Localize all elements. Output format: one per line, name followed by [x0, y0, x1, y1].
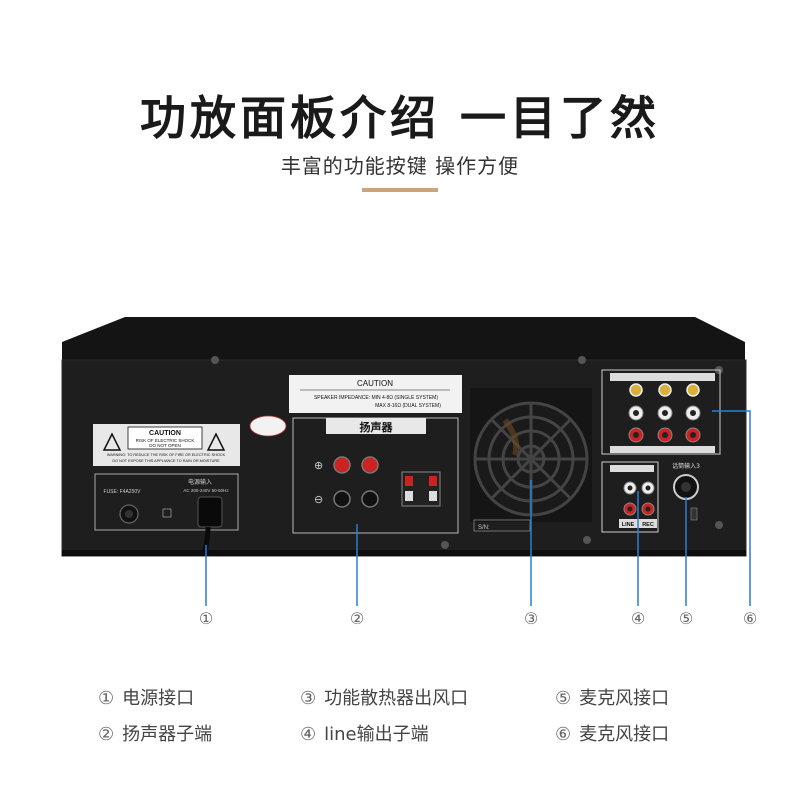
- legend-item-4: ④ line输出子端: [300, 720, 429, 746]
- legend-text: 扬声器子端: [122, 724, 213, 745]
- exclamation-warning-icon: [206, 432, 226, 451]
- plus-icon: ⊕: [314, 460, 323, 472]
- lightning-warning-icon: [102, 432, 122, 451]
- speaker-label: 扬声器: [360, 420, 394, 434]
- legend-item-2: ② 扬声器子端: [98, 720, 212, 746]
- legend-text: 功能散热器出风口: [324, 688, 469, 709]
- rca-input-panel: [601, 369, 721, 455]
- switch-marker: [162, 508, 172, 518]
- callout-1: ①: [198, 609, 214, 628]
- warning-line2: DO NOT EXPOSE THIS APPLIANCE TO RAIN OR …: [112, 459, 220, 463]
- legend-number: ⑤: [555, 688, 572, 709]
- callout-3: ③: [523, 609, 539, 628]
- legend-text: 麦克风接口: [579, 688, 670, 709]
- mic-switch: [690, 507, 698, 521]
- callout-lines: [205, 410, 751, 606]
- binding-post-black: [333, 490, 351, 508]
- legend-item-5: ⑤ 麦克风接口: [555, 684, 669, 710]
- line-label: LINE: [622, 522, 635, 528]
- shock-line1: RISK OF ELECTRIC SHOCK: [136, 438, 195, 443]
- binding-post-black: [361, 490, 379, 508]
- callout-4: ④: [630, 609, 646, 628]
- legend-number: ①: [98, 688, 115, 709]
- callout-line-6: [712, 410, 751, 606]
- binding-post-red: [333, 456, 351, 474]
- chassis-top: [62, 317, 745, 368]
- rec-label: REC: [642, 522, 654, 528]
- legend-number: ②: [98, 724, 115, 745]
- page-title: 功放面板介绍 一目了然: [139, 91, 660, 145]
- shock-line2: DO NOT OPEN: [149, 443, 180, 448]
- caution-title-left: CAUTION: [149, 430, 181, 437]
- callout-2: ②: [349, 609, 365, 628]
- line-rec-output-panel: [601, 461, 659, 533]
- screw: [715, 521, 723, 529]
- fan-blade: [502, 418, 520, 456]
- minus-icon: ⊖: [314, 494, 323, 506]
- speaker-impedance-line2: MAX 8-16Ω (DUAL SYSTEM): [375, 403, 441, 409]
- ac-voltage-label: AC 200-240V 50-60Hz: [183, 488, 229, 493]
- legend-number: ⑥: [555, 724, 572, 745]
- caution-title-right: CAUTION: [357, 379, 393, 388]
- fuse-label: FUSE: F4A250V: [104, 489, 142, 495]
- rca-jacks-top-row: [629, 383, 700, 397]
- legend-number: ④: [300, 724, 317, 745]
- page-subtitle: 丰富的功能按键 操作方便: [280, 154, 520, 178]
- screw: [441, 541, 449, 549]
- legend-number: ③: [300, 688, 317, 709]
- certification-sticker: [249, 415, 287, 437]
- power-socket: [197, 496, 223, 528]
- serial-number-label: S/N:: [478, 525, 490, 531]
- title-underline: [362, 188, 438, 192]
- screw: [583, 536, 591, 544]
- legend-item-3: ③ 功能散热器出风口: [300, 684, 468, 710]
- binding-post-red: [361, 456, 379, 474]
- rca-jacks-bottom-row: [628, 427, 701, 443]
- legend-text: 电源接口: [122, 688, 195, 709]
- mic-input-label: 话筒输入3: [672, 462, 700, 470]
- legend-text: 麦克风接口: [579, 724, 670, 745]
- legend-item-1: ① 电源接口: [98, 684, 194, 710]
- power-input-label: 电源输入: [188, 478, 212, 486]
- legend-text: line输出子端: [324, 724, 429, 745]
- legend-item-6: ⑥ 麦克风接口: [555, 720, 669, 746]
- callout-6: ⑥: [742, 609, 758, 628]
- power-input-panel: [94, 473, 239, 531]
- rca-jacks-middle-row: [628, 405, 701, 421]
- screw: [578, 356, 586, 364]
- serial-number-sticker: [473, 519, 531, 532]
- power-cord: [202, 526, 211, 557]
- speaker-impedance-line1: SPEAKER IMPEDANCE: MIN 4-8Ω (SINGLE SYST…: [314, 395, 438, 401]
- warning-line1: WARNING: TO REDUCE THE RISK OF FIRE OR E…: [107, 453, 226, 457]
- callout-5: ⑤: [678, 609, 694, 628]
- screw: [211, 356, 219, 364]
- caution-label-right: [289, 375, 462, 413]
